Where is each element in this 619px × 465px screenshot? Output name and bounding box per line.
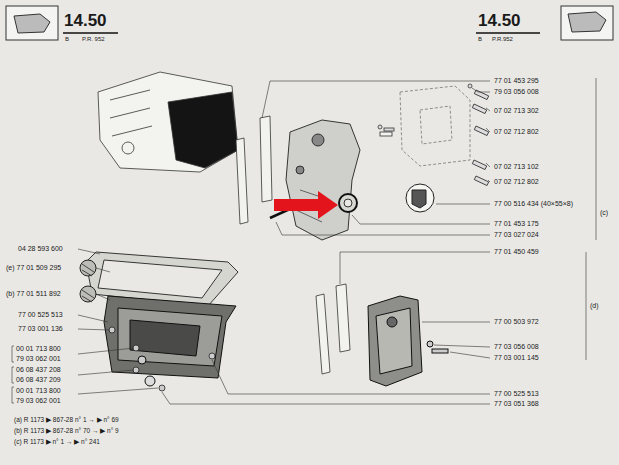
- reference: P.R. 952: [82, 36, 105, 43]
- part-number: 77 01 453 175: [494, 220, 539, 228]
- leader-line: [162, 78, 596, 404]
- footnote: (a) R 1173 ▶ 867-28 n° 1 → ▶ n° 69: [14, 416, 119, 423]
- part-number: 77 01 453 295: [494, 77, 539, 85]
- part-number: 77 00 516 434 (40×55×8): [494, 200, 573, 208]
- part-number: 07 02 712 802: [494, 178, 539, 186]
- bolt: [109, 327, 215, 391]
- engine-block: [98, 72, 238, 172]
- part-number: 07 02 713 102: [494, 163, 539, 171]
- part-number: 77 03 051 368: [494, 400, 539, 408]
- header-icon: [6, 6, 613, 40]
- rule: [63, 32, 118, 34]
- studs: [378, 84, 489, 186]
- seal-detail: [406, 184, 434, 212]
- part-number: 77 03 001 136: [18, 325, 63, 333]
- oil-seal: [339, 194, 357, 212]
- section-letter: B: [65, 36, 69, 43]
- part-number: 00 01 713 800: [16, 387, 61, 395]
- part-number: 77 03 001 145: [494, 354, 539, 362]
- part-number: 04 28 593 600: [18, 245, 63, 253]
- section-letter: B: [478, 36, 482, 43]
- part-number: 06 08 437 208: [16, 366, 61, 374]
- block-outline: [400, 86, 470, 166]
- part-number: 79 03 056 008: [494, 88, 539, 96]
- part-number: 79 03 062 001: [16, 397, 61, 405]
- part-number: 07 02 713 302: [494, 107, 539, 115]
- part-number: 77 03 027 024: [494, 231, 539, 239]
- footnote: (c) R 1173 ▶ n° 1 → ▶ n° 241: [14, 438, 100, 445]
- part-number: 00 01 713 800: [16, 345, 61, 353]
- page-number: 14.50: [478, 12, 521, 31]
- highlight-arrow: [274, 191, 338, 219]
- timing-cover: [368, 296, 448, 386]
- leader-line: [12, 249, 158, 403]
- part-number: 77 01 450 459: [494, 248, 539, 256]
- note-mark: (c): [600, 209, 608, 217]
- part-number: (b) 77 01 511 892: [6, 290, 61, 298]
- oil-pan: [104, 296, 236, 386]
- part-number: 07 02 712 802: [494, 128, 539, 136]
- rule: [476, 32, 540, 34]
- part-number: 77 00 525 513: [18, 311, 63, 319]
- reference: P.R.952: [492, 36, 513, 43]
- page-number: 14.50: [64, 12, 107, 31]
- part-number: 77 00 525 513: [494, 390, 539, 398]
- detail-circle: [80, 260, 96, 302]
- note-mark: (d): [590, 302, 599, 310]
- timing-bracket: [270, 120, 360, 240]
- part-number: 77 00 503 972: [494, 318, 539, 326]
- gasket: [316, 284, 350, 374]
- part-number: 79 03 062 001: [16, 355, 61, 363]
- part-number: (e) 77 01 509 295: [6, 264, 61, 272]
- part-number: 77 03 056 008: [494, 343, 539, 351]
- part-number: 06 08 437 209: [16, 376, 61, 384]
- footnote: (b) R 1173 ▶ 867-28 n° 70 → ▶ n° 9: [14, 427, 119, 434]
